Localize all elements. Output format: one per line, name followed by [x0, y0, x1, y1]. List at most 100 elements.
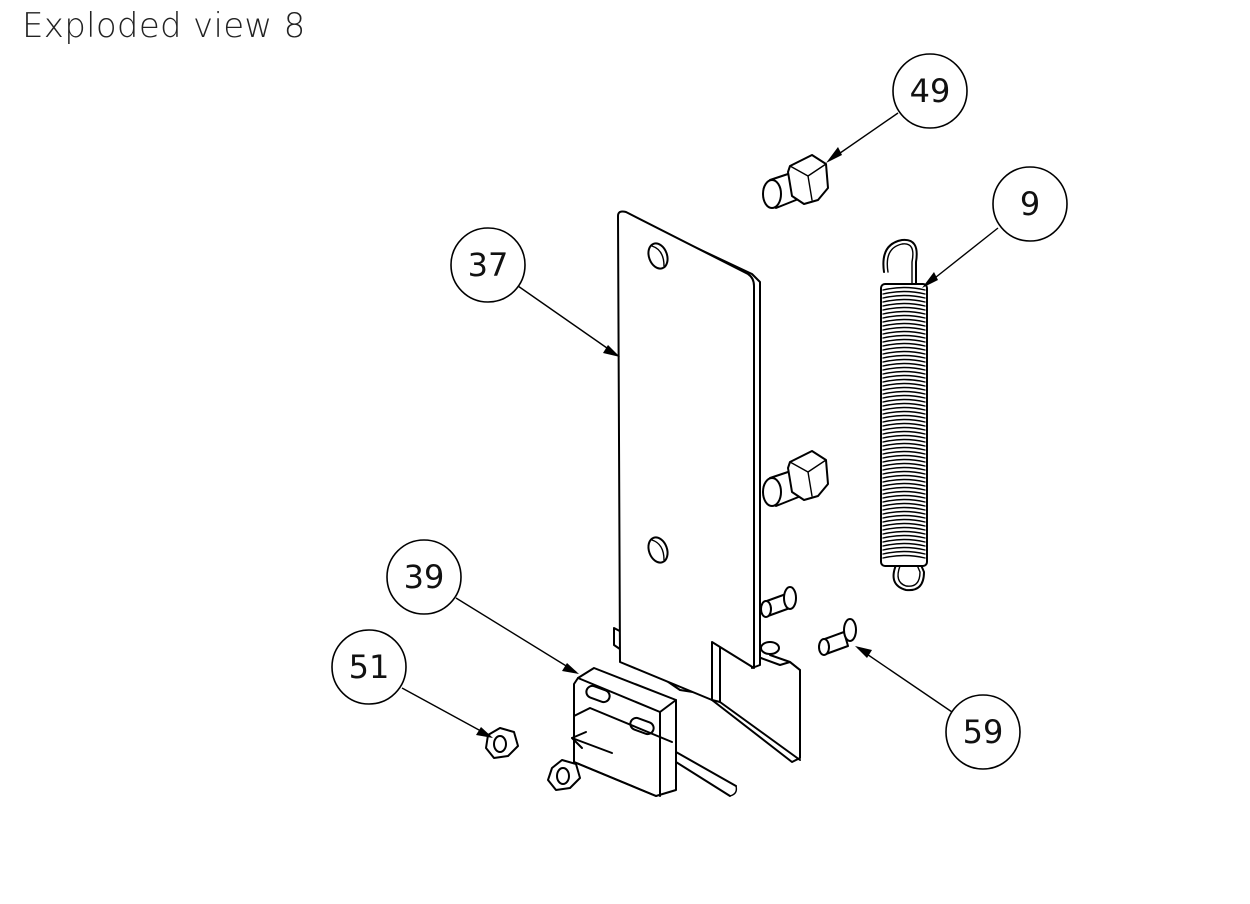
spring-coil [882, 538, 926, 543]
spring-coil [882, 502, 926, 507]
spring-coil [882, 374, 926, 379]
spring-coil [882, 402, 926, 407]
leader-49-arrowhead [826, 147, 842, 163]
spring-coil [882, 406, 926, 411]
part-51-hex-nut-a [485, 727, 519, 759]
leader-9 [925, 227, 999, 286]
spring-coil [882, 526, 926, 531]
spring-coil [882, 414, 926, 419]
spring-coil [882, 386, 926, 391]
balloon-51-label: 51 [349, 648, 390, 686]
balloon-59: 59 [945, 694, 1021, 770]
spring-coil [882, 382, 926, 387]
spring-coil [882, 370, 926, 375]
spring-coil [882, 530, 926, 535]
spring-coil [882, 398, 926, 403]
spring-coil [882, 418, 926, 423]
spring-coil [882, 542, 926, 547]
leader-39 [455, 597, 577, 673]
spring-coil [882, 478, 926, 483]
leader-37 [517, 285, 618, 356]
spring-coil [882, 506, 926, 511]
spring-coil [882, 390, 926, 395]
part-51-hex-nut-b [547, 759, 581, 791]
spring-coil [882, 438, 926, 443]
spring-coil [882, 310, 926, 315]
spring-coil [882, 458, 926, 463]
balloon-37: 37 [450, 227, 526, 303]
spring-coil [882, 306, 926, 311]
spring-coil [882, 410, 926, 415]
spring-coil [882, 494, 926, 499]
spring-coil [882, 342, 926, 347]
balloon-9: 9 [992, 166, 1068, 242]
balloon-59-label: 59 [963, 713, 1004, 751]
spring-coil [882, 550, 926, 555]
spring-coil [882, 362, 926, 367]
spring-coil [882, 366, 926, 371]
drawing-title: Exploded view 8 [22, 6, 306, 46]
leader-51 [401, 687, 491, 737]
spring-coil [882, 290, 926, 295]
balloon-51: 51 [331, 629, 407, 705]
spring-coil [882, 318, 926, 323]
spring-coil [882, 378, 926, 383]
part-49-hex-bolt-middle [762, 450, 829, 507]
leader-51-arrowhead [476, 727, 493, 738]
spring-coil [882, 554, 926, 559]
spring-coil [882, 334, 926, 339]
balloon-37-label: 37 [468, 246, 509, 284]
spring-coil [882, 466, 926, 471]
leader-49 [829, 112, 899, 161]
spring-coil [882, 426, 926, 431]
spring-coil [882, 474, 926, 479]
spring-coil [882, 298, 926, 303]
spring-coil [882, 430, 926, 435]
spring-coil [882, 534, 926, 539]
spring-coil [882, 394, 926, 399]
spring-coil [882, 482, 926, 487]
spring-coil [882, 330, 926, 335]
leader-59 [857, 647, 953, 713]
spring-coil [882, 338, 926, 343]
spring-coil [882, 442, 926, 447]
spring-coil [882, 326, 926, 331]
spring-coil [882, 498, 926, 503]
spring-coil [882, 286, 926, 291]
spring-coil [882, 514, 926, 519]
leader-39-arrowhead [562, 663, 579, 674]
part-59-pin-b [818, 618, 857, 656]
spring-coil [882, 354, 926, 359]
leader-37-arrowhead [603, 345, 620, 357]
spring-coil [882, 486, 926, 491]
spring-coil [882, 462, 926, 467]
spring-coil [882, 490, 926, 495]
spring-coil [882, 302, 926, 307]
spring-coil [882, 346, 926, 351]
balloon-49: 49 [892, 53, 968, 129]
spring-coil [882, 454, 926, 459]
spring-coil [882, 546, 926, 551]
part-9-extension-spring [880, 238, 928, 592]
spring-coil [882, 518, 926, 523]
balloon-9-label: 9 [1020, 185, 1040, 223]
spring-coil [882, 422, 926, 427]
spring-coil [882, 314, 926, 319]
spring-coil [882, 350, 926, 355]
spring-coil [882, 322, 926, 327]
spring-coil [882, 522, 926, 527]
part-39-sensor-block [571, 667, 738, 797]
leader-59-arrowhead [855, 646, 872, 658]
part-59-pin-a [760, 586, 797, 618]
balloon-39: 39 [386, 539, 462, 615]
balloon-39-label: 39 [404, 558, 445, 596]
spring-coil [882, 470, 926, 475]
spring-coil [882, 446, 926, 451]
spring-coil [882, 510, 926, 515]
part-49-hex-bolt-top [762, 154, 829, 209]
spring-coil [882, 294, 926, 299]
leader-9-arrowhead [922, 272, 938, 288]
spring-coil [882, 434, 926, 439]
spring-coil [882, 358, 926, 363]
spring-coil [882, 450, 926, 455]
